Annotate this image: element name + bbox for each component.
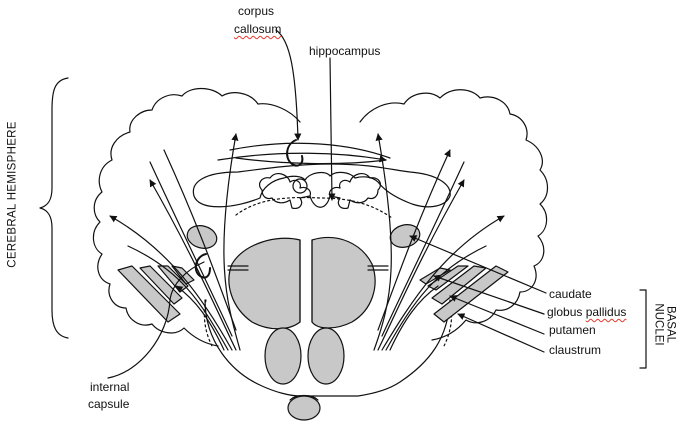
label-corpus: corpus <box>238 4 274 18</box>
mammillary-left <box>265 328 301 384</box>
basal-nuclei-bracket <box>640 290 646 368</box>
thalamus-right <box>312 237 375 328</box>
callosal-fibers-3 <box>236 158 386 164</box>
pituitary-knob <box>288 396 320 420</box>
dotted-boundary <box>236 198 392 218</box>
label-globus-pallidus: globus pallidus <box>547 305 626 319</box>
label-globus-pallidus-text: globus pallidus <box>547 305 626 319</box>
label-internal: internal <box>90 380 129 394</box>
mammillary-right <box>308 328 344 384</box>
left-striped-nuclei <box>118 266 194 322</box>
label-putamen: putamen <box>549 323 596 337</box>
lateral-ventricles <box>193 164 450 207</box>
label-caudate: caudate <box>549 287 592 301</box>
label-nuclei: NUCLEI <box>652 295 665 355</box>
cerebral-hemisphere-brace <box>40 78 68 338</box>
label-hippocampus: hippocampus <box>309 44 380 58</box>
leader-corpus-callosum <box>276 30 298 140</box>
leader-hippocampus <box>330 58 332 200</box>
leader-putamen <box>450 296 544 334</box>
label-claustrum: claustrum <box>549 343 601 357</box>
label-basal: BASAL <box>664 295 677 355</box>
label-capsule: capsule <box>88 397 129 411</box>
thalamus-left <box>229 238 300 328</box>
fornix-region <box>260 174 311 209</box>
label-callosum: callosum <box>234 22 281 36</box>
label-cerebral-hemisphere: CEREBRAL HEMISPHERE <box>7 120 20 270</box>
leader-claustrum <box>458 314 544 352</box>
